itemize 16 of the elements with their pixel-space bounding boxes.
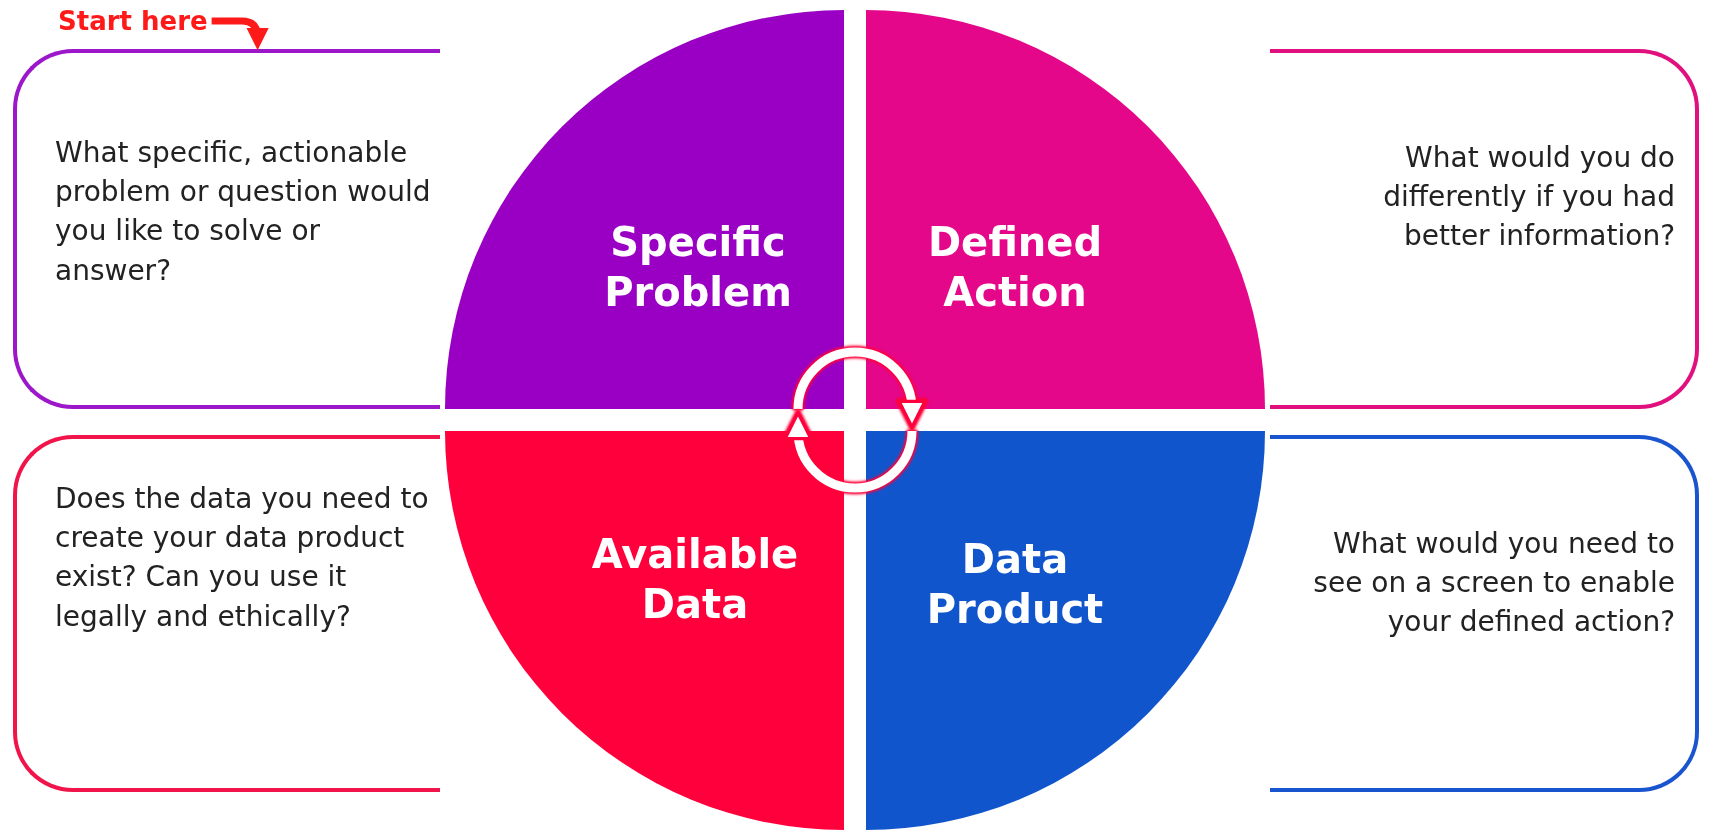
quadrant-title: Specific Problem (603, 218, 793, 317)
quadrant-title: Data Product (925, 535, 1105, 634)
quadrant-title: Defined Action (926, 218, 1104, 317)
question-text: Does the data you need to create your data product exist? Can you use it legally and ethically? (55, 481, 430, 635)
question-text: What would you do differently if you had better information? (1382, 140, 1675, 255)
cycle-arrow (784, 411, 917, 493)
question-text: What specific, actionable problem or question would you like to solve or answer? (55, 135, 432, 289)
question-card (13, 435, 440, 792)
question-card (1270, 435, 1699, 792)
question-card (1270, 49, 1699, 409)
cycle-arrow (793, 347, 926, 429)
arrow (211, 17, 269, 51)
start-label: Start here (58, 6, 208, 36)
quadrant-title: Available Data (590, 530, 800, 629)
question-card (13, 49, 440, 409)
question-text: What would you need to see on a screen to enable your defined action? (1312, 526, 1675, 641)
